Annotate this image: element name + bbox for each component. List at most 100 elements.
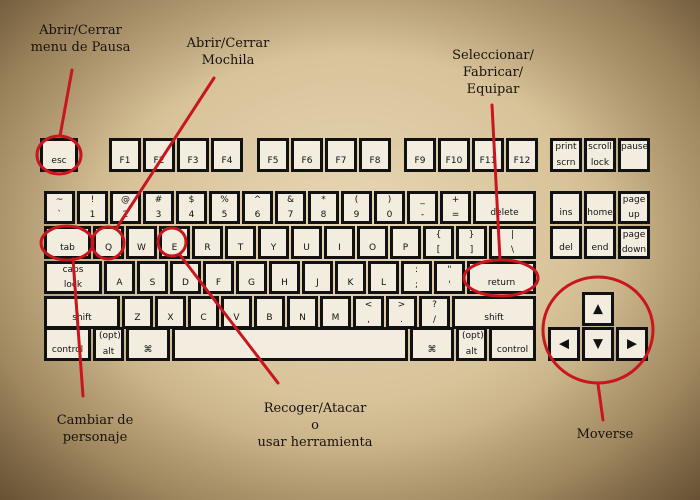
key-4[interactable]: $4 xyxy=(176,191,207,224)
key-0[interactable]: )0 xyxy=(374,191,405,224)
key-shift-right[interactable]: shift xyxy=(452,296,536,329)
key-arrow-left[interactable]: ◀ xyxy=(548,327,580,361)
key-comma[interactable]: <, xyxy=(353,296,384,329)
key-z[interactable]: Z xyxy=(122,296,153,329)
key-f1[interactable]: F1 xyxy=(109,138,141,172)
key-period[interactable]: >. xyxy=(386,296,417,329)
key-del[interactable]: del xyxy=(550,226,582,259)
key-minus[interactable]: _- xyxy=(407,191,438,224)
key-semicolon[interactable]: :; xyxy=(401,261,432,294)
key-label: F7 xyxy=(335,156,347,166)
key-6[interactable]: ^6 xyxy=(242,191,273,224)
key-d[interactable]: D xyxy=(170,261,201,294)
key-7[interactable]: &7 xyxy=(275,191,306,224)
key-space[interactable] xyxy=(172,327,408,361)
key-f9[interactable]: F9 xyxy=(404,138,436,172)
key-label: A xyxy=(116,278,123,288)
key-1[interactable]: !1 xyxy=(77,191,108,224)
key-f11[interactable]: F11 xyxy=(472,138,504,172)
key-9[interactable]: (9 xyxy=(341,191,372,224)
key-label: V xyxy=(233,313,240,323)
key-c[interactable]: C xyxy=(188,296,219,329)
key-f5[interactable]: F5 xyxy=(257,138,289,172)
key-delete[interactable]: delete xyxy=(473,191,536,224)
key-a[interactable]: A xyxy=(104,261,135,294)
key-n[interactable]: N xyxy=(287,296,318,329)
key-label-top: scroll xyxy=(588,142,612,152)
key-2[interactable]: @2 xyxy=(110,191,141,224)
key-label: S xyxy=(149,278,156,288)
key-control-right[interactable]: control xyxy=(489,327,536,361)
key-label-top: $ xyxy=(188,195,195,205)
key-equal[interactable]: += xyxy=(440,191,471,224)
key-t[interactable]: T xyxy=(225,226,256,259)
key-label: Q xyxy=(104,243,113,253)
key-f7[interactable]: F7 xyxy=(325,138,357,172)
key-label-top: > xyxy=(397,300,406,310)
key-left-bracket[interactable]: {[ xyxy=(423,226,454,259)
key-label-bottom: / xyxy=(432,315,437,325)
key-label-bottom: 9 xyxy=(353,210,360,220)
key-label-bottom: up xyxy=(628,210,640,220)
key-l[interactable]: L xyxy=(368,261,399,294)
key-arrow-up[interactable]: ▲ xyxy=(582,292,614,326)
key-3[interactable]: #3 xyxy=(143,191,174,224)
key-x[interactable]: X xyxy=(155,296,186,329)
key-label: C xyxy=(200,313,207,323)
key-alt-right[interactable]: (opt)alt xyxy=(456,327,487,361)
key-slash[interactable]: ?/ xyxy=(419,296,450,329)
key-tab[interactable]: tab xyxy=(44,226,91,259)
key-f10[interactable]: F10 xyxy=(438,138,470,172)
key-b[interactable]: B xyxy=(254,296,285,329)
key-i[interactable]: I xyxy=(324,226,355,259)
key-label-top: caps xyxy=(62,265,84,275)
key-g[interactable]: G xyxy=(236,261,267,294)
key-backslash[interactable]: |\ xyxy=(489,226,536,259)
key-esc[interactable]: esc xyxy=(40,138,78,172)
key-q[interactable]: Q xyxy=(93,226,124,259)
key-arrow-down[interactable]: ▼ xyxy=(582,327,614,361)
callout-line: menu de Pausa xyxy=(30,40,131,55)
key-pause[interactable]: pause xyxy=(618,138,650,172)
key-quote[interactable]: "' xyxy=(434,261,465,294)
key-s[interactable]: S xyxy=(137,261,168,294)
key-home[interactable]: home xyxy=(584,191,616,224)
key-end[interactable]: end xyxy=(584,226,616,259)
key-shift-left[interactable]: shift xyxy=(44,296,120,329)
key-f8[interactable]: F8 xyxy=(359,138,391,172)
key-f2[interactable]: F2 xyxy=(143,138,175,172)
key-j[interactable]: J xyxy=(302,261,333,294)
key-f12[interactable]: F12 xyxy=(506,138,538,172)
key-8[interactable]: *8 xyxy=(308,191,339,224)
key-arrow-right[interactable]: ▶ xyxy=(616,327,648,361)
key-return[interactable]: return xyxy=(467,261,536,294)
key-e[interactable]: E xyxy=(159,226,190,259)
key-f3[interactable]: F3 xyxy=(177,138,209,172)
key-alt-left[interactable]: (opt)alt xyxy=(93,327,124,361)
key-v[interactable]: V xyxy=(221,296,252,329)
key-control-left[interactable]: control xyxy=(44,327,91,361)
key-o[interactable]: O xyxy=(357,226,388,259)
key-command-left[interactable]: ⌘ xyxy=(126,327,170,361)
key-f6[interactable]: F6 xyxy=(291,138,323,172)
key-u[interactable]: U xyxy=(291,226,322,259)
key-right-bracket[interactable]: }] xyxy=(456,226,487,259)
key-insert[interactable]: ins xyxy=(550,191,582,224)
key-backtick[interactable]: ~` xyxy=(44,191,75,224)
key-command-right[interactable]: ⌘ xyxy=(410,327,454,361)
key-5[interactable]: %5 xyxy=(209,191,240,224)
key-f4[interactable]: F4 xyxy=(211,138,243,172)
key-w[interactable]: W xyxy=(126,226,157,259)
key-m[interactable]: M xyxy=(320,296,351,329)
key-r[interactable]: R xyxy=(192,226,223,259)
key-y[interactable]: Y xyxy=(258,226,289,259)
key-f[interactable]: F xyxy=(203,261,234,294)
key-k[interactable]: K xyxy=(335,261,366,294)
key-p[interactable]: P xyxy=(390,226,421,259)
key-h[interactable]: H xyxy=(269,261,300,294)
